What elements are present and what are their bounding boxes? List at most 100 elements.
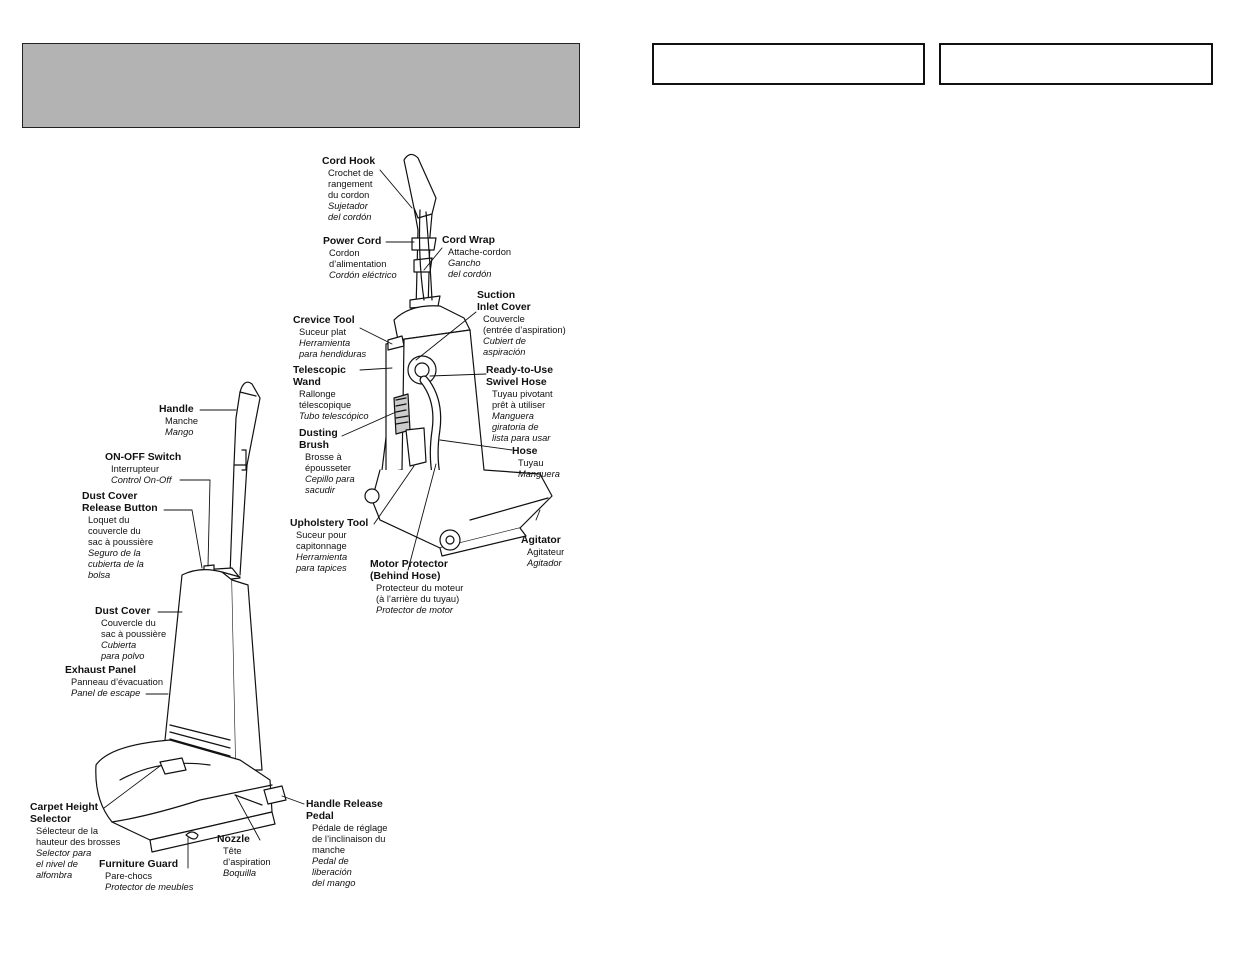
label-es: liberación — [312, 867, 352, 877]
section-header-bar — [22, 43, 580, 128]
label-telescopic-wand: Telescopic Wand Rallonge télescopique Tu… — [293, 365, 369, 422]
label-fr: hauteur des brosses — [36, 837, 121, 847]
label-title: Selector — [30, 814, 72, 825]
label-es: Boquilla — [223, 868, 257, 878]
label-fr: rangement — [328, 179, 373, 189]
label-title: Brush — [299, 440, 330, 451]
label-ready-to-use-swivel-hose: Ready-to-Use Swivel Hose Tuyau pivotant … — [486, 365, 553, 444]
label-fr: (entrée d’aspiration) — [483, 325, 566, 335]
label-es: Tubo telescópico — [299, 411, 369, 421]
label-fr: Couvercle du — [101, 618, 156, 628]
label-es: Cepillo para — [305, 474, 355, 484]
front-vacuum-illustration — [95, 381, 287, 853]
label-title: (Behind Hose) — [370, 571, 441, 582]
label-title: Telescopic — [293, 365, 346, 376]
label-fr: Attache-cordon — [448, 247, 512, 257]
label-title: Ready-to-Use — [486, 365, 553, 376]
label-title: Motor Protector — [370, 559, 448, 570]
label-es: para hendiduras — [299, 349, 367, 359]
label-fr: Agitateur — [527, 547, 565, 557]
label-title: Cord Hook — [322, 156, 376, 167]
label-fr: Loquet du — [88, 515, 130, 525]
header-box-right — [939, 43, 1213, 85]
label-title: Dust Cover — [82, 491, 138, 502]
label-title: Carpet Height — [30, 802, 99, 813]
label-es: Herramienta — [296, 552, 348, 562]
header-box-left — [652, 43, 925, 85]
label-es: Seguro de la — [88, 548, 141, 558]
label-agitator: Agitator Agitateur Agitador — [521, 535, 564, 569]
label-title: Handle — [159, 404, 194, 415]
label-fr: sac à poussière — [88, 537, 154, 547]
label-fr: prêt à utiliser — [492, 400, 546, 410]
label-fr: Interrupteur — [111, 464, 160, 474]
label-es: Panel de escape — [71, 688, 141, 698]
label-fr: (à l’arrière du tuyau) — [376, 594, 460, 604]
label-es: Selector para — [36, 848, 92, 858]
label-es: Manguera — [492, 411, 534, 421]
label-fr: capitonnage — [296, 541, 347, 551]
label-cord-wrap: Cord Wrap Attache-cordon Gancho del cord… — [442, 235, 511, 280]
label-furniture-guard: Furniture Guard Pare-chocs Protector de … — [99, 859, 193, 893]
label-fr: manche — [312, 845, 346, 855]
label-fr: Cordon — [329, 248, 360, 258]
label-es: Cubierta — [101, 640, 137, 650]
label-es: giratoria de — [492, 422, 539, 432]
label-fr: d’alimentation — [329, 259, 387, 269]
label-cord-hook: Cord Hook Crochet de rangement du cordon… — [322, 156, 375, 223]
label-es: Protector de motor — [376, 605, 453, 615]
label-es: Mango — [165, 427, 194, 437]
label-fr: Manche — [165, 416, 199, 426]
label-fr: Suceur plat — [299, 327, 347, 337]
label-exhaust-panel: Exhaust Panel Panneau d’évacuation Panel… — [65, 665, 163, 699]
label-fr: Pédale de réglage — [312, 823, 388, 833]
label-dusting-brush: Dusting Brush Brosse à épousseter Cepill… — [299, 428, 355, 496]
label-title: Dust Cover — [95, 606, 151, 617]
label-title: Handle Release — [306, 799, 383, 810]
label-fr: Rallonge — [299, 389, 336, 399]
label-fr: télescopique — [299, 400, 352, 410]
label-fr: Tuyau pivotant — [492, 389, 553, 399]
label-fr: Tuyau — [518, 458, 544, 468]
label-es: lista para usar — [492, 433, 551, 443]
label-fr: Tête — [223, 846, 242, 856]
label-title: Swivel Hose — [486, 377, 547, 388]
label-nozzle: Nozzle Tête d’aspiration Boquilla — [217, 834, 271, 879]
label-dust-cover: Dust Cover Couvercle du sac à poussière … — [95, 606, 166, 662]
label-es: sacudir — [305, 485, 335, 495]
label-upholstery-tool: Upholstery Tool Suceur pour capitonnage … — [290, 518, 368, 574]
label-es: del cordón — [448, 269, 492, 279]
label-fr: couvercle du — [88, 526, 141, 536]
label-es: alfombra — [36, 870, 73, 880]
label-fr: sac à poussière — [101, 629, 167, 639]
label-fr: du cordon — [328, 190, 370, 200]
label-crevice-tool: Crevice Tool Suceur plat Herramienta par… — [293, 315, 366, 360]
label-es: para polvo — [101, 651, 145, 661]
label-fr: Panneau d’évacuation — [71, 677, 164, 687]
label-title: Suction — [477, 290, 516, 301]
label-es: Agitador — [527, 558, 562, 568]
label-es: para tapices — [296, 563, 347, 573]
label-title: Exhaust Panel — [65, 665, 137, 676]
label-fr: de l’inclinaison du — [312, 834, 386, 844]
label-title: Inlet Cover — [477, 302, 531, 313]
label-title: Agitator — [521, 535, 561, 546]
label-es: cubierta de la — [88, 559, 144, 569]
label-fr: Crochet de — [328, 168, 374, 178]
label-hose: Hose Tuyau Manguera — [512, 446, 560, 480]
label-suction-inlet-cover: Suction Inlet Cover Couvercle (entrée d’… — [477, 290, 566, 358]
label-fr: épousseter — [305, 463, 351, 473]
label-es: bolsa — [88, 570, 111, 580]
label-title: Cord Wrap — [442, 235, 495, 246]
label-motor-protector: Motor Protector (Behind Hose) Protecteur… — [370, 559, 463, 616]
label-title: Pedal — [306, 811, 334, 822]
label-title: Wand — [293, 377, 321, 388]
label-power-cord: Power Cord Cordon d’alimentation Cordón … — [323, 236, 397, 281]
label-es: del mango — [312, 878, 356, 888]
leader-lines — [103, 169, 541, 869]
label-title: Furniture Guard — [99, 859, 179, 870]
label-title: Upholstery Tool — [290, 518, 369, 529]
rear-vacuum-illustration — [364, 153, 553, 557]
label-title: Nozzle — [217, 834, 250, 845]
